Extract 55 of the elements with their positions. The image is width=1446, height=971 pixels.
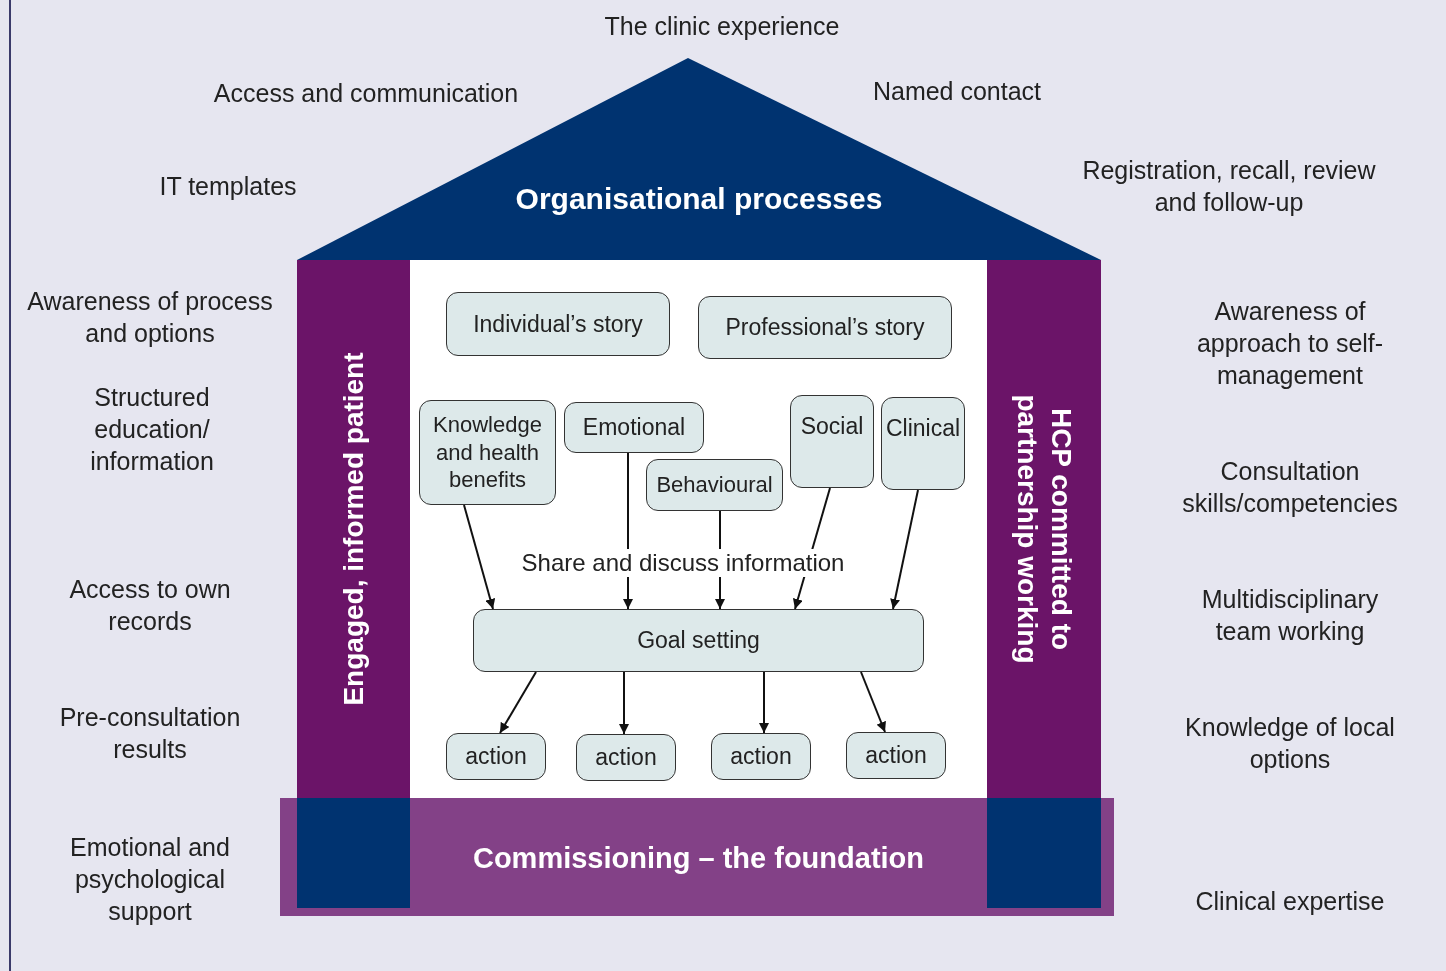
foundation-band [280, 798, 1114, 916]
note-text: Access and communication [212, 78, 520, 109]
story-box [698, 296, 952, 359]
note-text: Access to own records [68, 574, 232, 637]
roof-title: Organisational processes [514, 182, 884, 216]
box-label: Social [800, 412, 864, 441]
note-text: Emotional and psychological support [69, 832, 231, 927]
arrow [759, 671, 769, 734]
note-text: Awareness of approach to self-management [1195, 296, 1385, 391]
box-label: Clinical [885, 414, 961, 443]
box-label: action [595, 743, 657, 772]
arrow [890, 489, 919, 610]
box-label: action [865, 741, 927, 770]
topic-box [790, 395, 874, 488]
note-text: Multidisciplinary team working [1200, 584, 1380, 647]
topic-box [646, 459, 783, 511]
note-text: Clinical expertise [1194, 886, 1386, 917]
note-text: Named contact [871, 76, 1043, 107]
note-text: Registration, recall, review and follow-up [1081, 155, 1377, 218]
action-box [711, 733, 811, 780]
foundation-title: Commissioning – the foundation [471, 842, 926, 875]
action-box [446, 733, 546, 780]
story-box [446, 292, 670, 356]
pillar [987, 260, 1101, 798]
note-text: Structured education/ information [89, 382, 215, 477]
arrow [619, 671, 629, 735]
arrow [860, 671, 886, 733]
note-text: IT templates [158, 171, 298, 202]
pillar-title: Engaged, informed patient [336, 351, 370, 708]
box-label: action [465, 742, 527, 771]
action-box [846, 732, 946, 779]
goal-box [473, 609, 924, 672]
arrow [463, 504, 496, 610]
box-label: Emotional [582, 413, 686, 442]
flow-label: Share and discuss information [521, 549, 845, 577]
box-label: action [730, 742, 792, 771]
note-text: Pre-consultation results [58, 702, 242, 765]
topic-box [881, 397, 965, 490]
box-label: Knowledge and health benefits [432, 411, 543, 494]
pillar-title: HCP committed to partnership working [1011, 393, 1078, 666]
box-label: Professional’s story [725, 313, 925, 342]
note-text: Knowledge of local options [1184, 712, 1396, 775]
pillar-base [987, 798, 1101, 908]
action-box [576, 734, 676, 781]
box-label: Goal setting [637, 626, 760, 655]
note-text: Awareness of process and options [26, 286, 274, 349]
box-label: Individual’s story [473, 309, 643, 339]
note-text: Consultation skills/competencies [1181, 456, 1399, 519]
box-label: Behavioural [656, 471, 773, 499]
note-text: The clinic experience [603, 11, 841, 42]
pillar [297, 260, 410, 798]
topic-box [564, 402, 704, 453]
arrow [499, 671, 537, 734]
pillar-base [297, 798, 410, 908]
topic-box [419, 400, 556, 505]
